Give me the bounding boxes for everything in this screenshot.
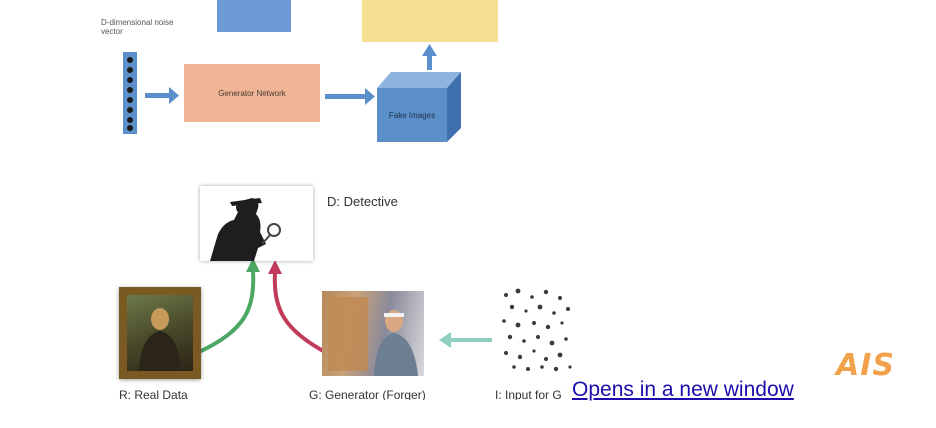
- detective-silhouette-icon: [210, 198, 281, 261]
- detective-label: D: Detective: [327, 194, 398, 209]
- opens-new-window-link[interactable]: Opens in a new window: [572, 378, 794, 401]
- ais-logo: AIS: [836, 348, 895, 383]
- diagram-graphics: [123, 44, 492, 354]
- arrow-real-to-detective: [198, 258, 260, 354]
- forger-photo: [322, 291, 424, 376]
- detective-image: [200, 186, 313, 261]
- noise-vector-label: D-dimensional noise vector: [101, 18, 174, 36]
- top-blue-box: [217, 0, 291, 32]
- input-label: I: Input for G: [495, 388, 562, 400]
- portrait-figure-icon: [139, 308, 181, 371]
- arrow-input-to-generator: [439, 332, 492, 348]
- arrow-fake-up: [422, 44, 437, 70]
- mona-lisa-painting: [119, 287, 201, 379]
- real-data-label: R: Real Data: [119, 388, 188, 400]
- top-yellow-box: [362, 0, 498, 42]
- arrow-generator-to-fake: [325, 88, 375, 105]
- painter-figure-icon: [328, 297, 418, 376]
- fake-images-label: Fake Images: [388, 110, 436, 120]
- generator-label: G: Generator (Forger): [309, 388, 426, 400]
- noise-input-image: [502, 288, 572, 372]
- arrow-generator-to-detective: [268, 260, 326, 354]
- noise-vector-dots: [127, 57, 133, 131]
- gan-diagram-image: D-dimensional noise vector: [95, 0, 573, 400]
- arrow-noise-to-generator: [145, 87, 179, 104]
- fake-images-cube: [377, 72, 461, 142]
- generator-network-box: Generator Network: [184, 64, 320, 122]
